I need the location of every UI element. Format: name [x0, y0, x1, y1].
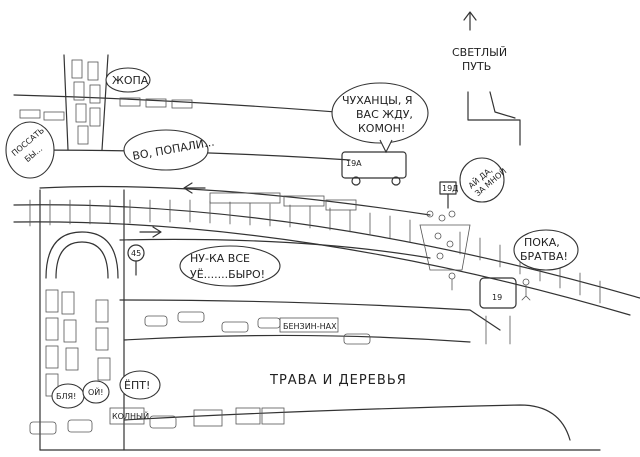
bubble-blya: БЛЯ!	[51, 383, 85, 409]
left-arrow-icon	[183, 182, 206, 194]
bubble-vo-popali: ВО, ПОПАЛИ...	[123, 129, 215, 171]
bubble-yopt: ЁПТ!	[119, 370, 161, 400]
svg-text:ЁПТ!: ЁПТ!	[124, 379, 150, 392]
bubble-possat: ПОССАТЬ БЫ...	[5, 121, 55, 179]
bus-19a: 19А	[341, 151, 407, 186]
people-right	[448, 272, 531, 301]
svg-text:ПОКА,: ПОКА,	[524, 236, 560, 249]
svg-text:ЧУХАНЦЫ, Я: ЧУХАНЦЫ, Я	[342, 94, 412, 107]
left-jam-street	[39, 54, 125, 451]
train	[209, 192, 357, 211]
railway	[13, 182, 640, 316]
up-arrow-icon	[463, 11, 477, 31]
main-road	[39, 299, 601, 451]
bubble-chukhantsy: ЧУХАНЦЫ, Я ВАС ЖДУ, КОМОН!	[331, 82, 429, 154]
benzin-truck-label: БЕНЗИН-НАХ	[283, 322, 337, 331]
svetly-label-2: ПУТЬ	[462, 60, 491, 73]
svg-text:ЖОПА: ЖОПА	[112, 74, 149, 87]
bubble-oy: ОЙ!	[82, 380, 110, 404]
crowd: 19Д	[419, 181, 471, 271]
bubble-nu-ka: НУ-КА ВСЕ УЁ.......БЫРО!	[179, 245, 281, 287]
svg-text:УЁ.......БЫРО!: УЁ.......БЫРО!	[190, 268, 265, 281]
kolnyi-truck-label: КОЛНЫЙ	[112, 410, 149, 421]
grass-and-trees-label: ТРАВА И ДЕРЕВЬЯ	[269, 373, 407, 388]
svetly-put-sign: СВЕТЛЫЙ ПУТЬ	[452, 11, 507, 73]
svg-text:БЛЯ!: БЛЯ!	[56, 392, 76, 401]
svg-text:НУ-КА ВСЕ: НУ-КА ВСЕ	[190, 252, 250, 265]
svg-text:ВАС ЖДУ,: ВАС ЖДУ,	[356, 108, 413, 121]
upper-jam-cars	[19, 97, 193, 121]
bubble-poka: ПОКА, БРАТВА!	[513, 229, 579, 271]
svetly-label-1: СВЕТЛЫЙ	[452, 46, 507, 59]
bubble-ay-da: АЙ ДА, ЗА МНОЙ	[459, 157, 508, 203]
road-svetly-put	[467, 91, 521, 146]
bubble-zhopa: ЖОПА	[105, 67, 151, 93]
svg-text:45: 45	[131, 249, 141, 258]
svg-text:БРАТВА!: БРАТВА!	[520, 250, 568, 263]
speed-limit-sign: 45	[127, 244, 145, 276]
car-19: 19	[479, 277, 517, 345]
svg-text:19А: 19А	[346, 159, 362, 168]
svg-text:КОМОН!: КОМОН!	[358, 122, 405, 135]
main-road-cars	[29, 311, 371, 435]
svg-text:ОЙ!: ОЙ!	[88, 386, 104, 397]
svg-text:19Д: 19Д	[442, 184, 458, 193]
right-arrow-icon	[139, 226, 162, 238]
tunnel	[45, 231, 119, 279]
svg-text:19: 19	[492, 293, 502, 302]
